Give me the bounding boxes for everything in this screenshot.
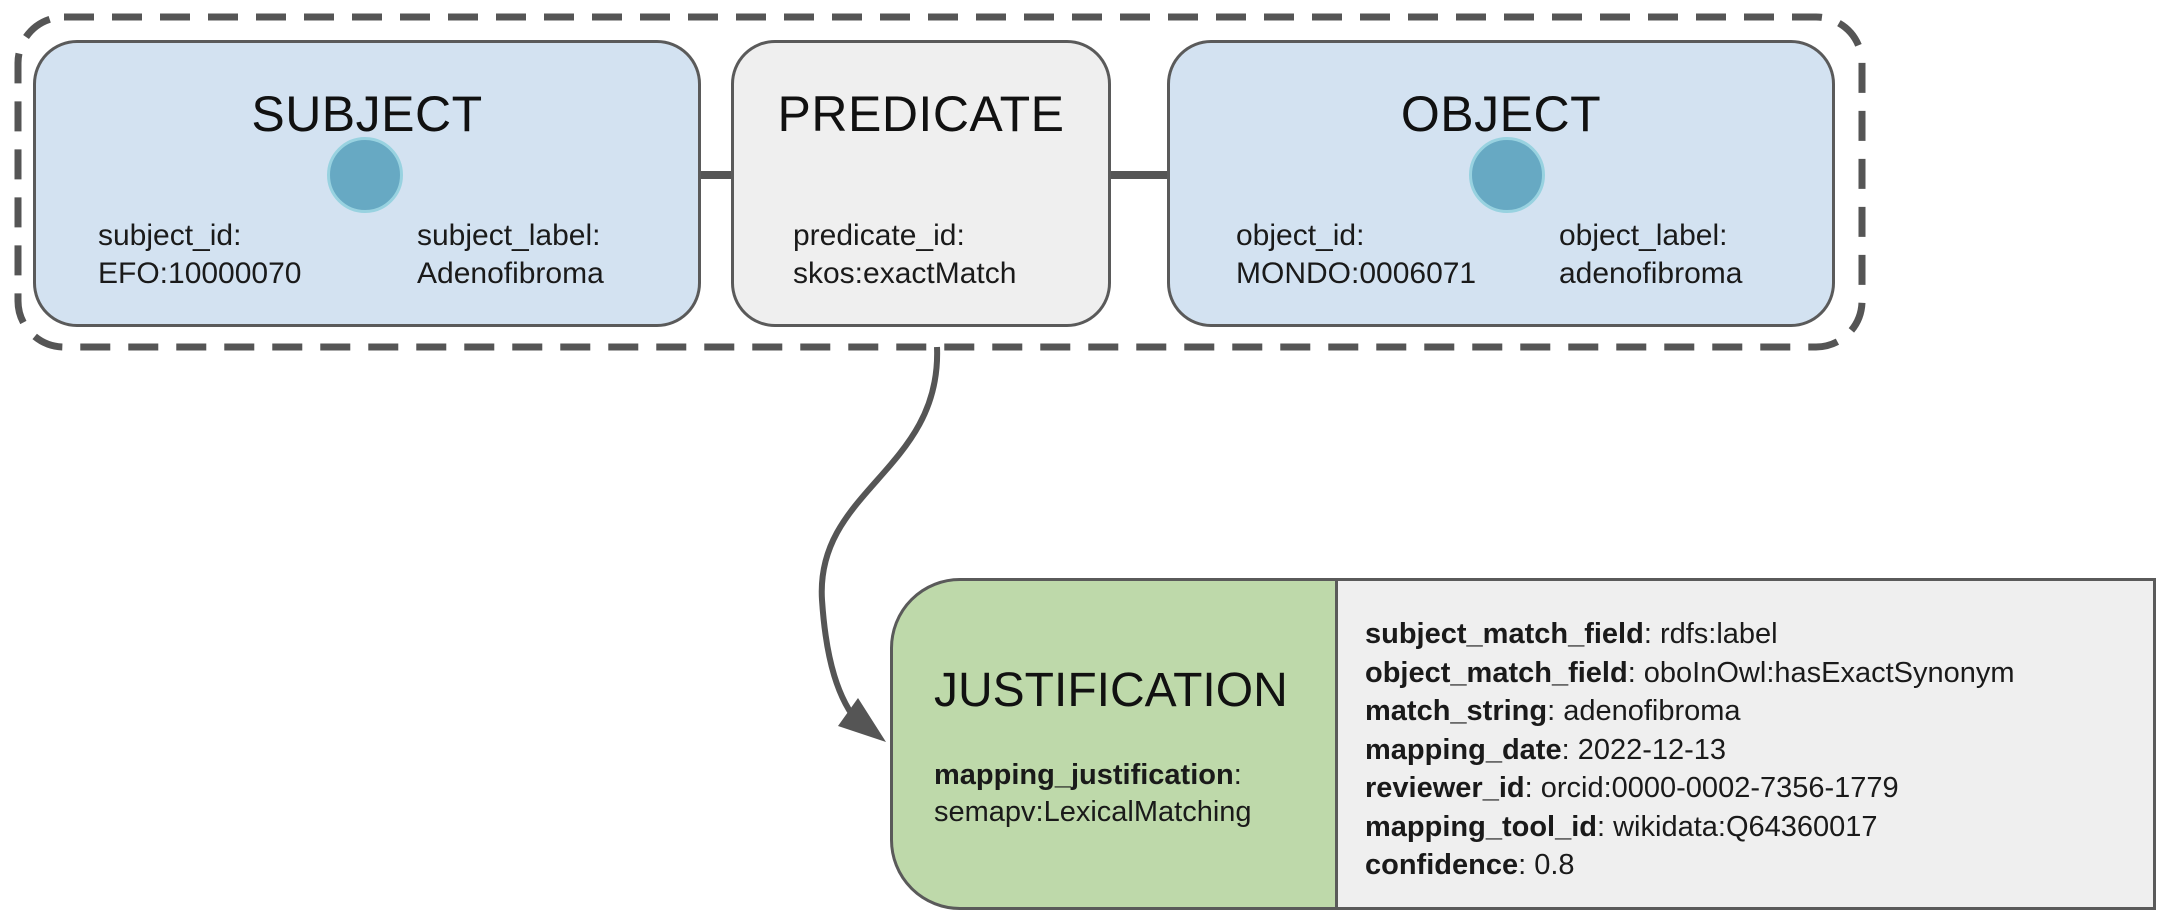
list-item: mapping_tool_id: wikidata:Q64360017 — [1365, 808, 2015, 847]
list-item: match_string: adenofibroma — [1365, 692, 2015, 731]
subject-label-value: Adenofibroma — [417, 257, 604, 290]
mapping-justification-sep: : — [1233, 759, 1242, 791]
triple-group-outline — [14, 13, 1866, 351]
object-node — [1469, 137, 1545, 213]
subject-id-key: subject_id: — [98, 219, 242, 252]
predicate-title: PREDICATE — [777, 86, 1065, 142]
metadata-key: mapping_date — [1365, 733, 1562, 766]
subject-box: SUBJECT subject_id: EFO:10000070 subject… — [33, 40, 701, 327]
subject-node — [327, 137, 403, 213]
metadata-key: object_match_field — [1365, 656, 1628, 689]
metadata-key: match_string — [1365, 695, 1548, 727]
metadata-key: reviewer_id — [1365, 772, 1525, 804]
metadata-value: : wikidata:Q64360017 — [1597, 810, 1878, 843]
predicate-id-key: predicate_id: — [793, 219, 965, 252]
metadata-key: subject_match_field — [1365, 618, 1644, 650]
mapping-justification-value: semapv:LexicalMatching — [934, 796, 1252, 828]
mapping-justification-field: mapping_justification: semapv:LexicalMat… — [934, 757, 1252, 831]
mapping-justification-key: mapping_justification — [934, 759, 1234, 791]
list-item: mapping_date: 2022-12-13 — [1365, 731, 2015, 770]
object-id-field: object_id: MONDO:0006071 — [1236, 217, 1476, 293]
list-item: confidence: 0.8 — [1365, 846, 2015, 885]
metadata-key: confidence — [1365, 849, 1519, 881]
curved-link — [818, 346, 941, 727]
list-item: object_match_field: oboInOwl:hasExactSyn… — [1365, 654, 2015, 693]
justification-title: JUSTIFICATION — [934, 664, 1288, 717]
list-item: reviewer_id: orcid:0000-0002-7356-1779 — [1365, 769, 2015, 808]
subject-label-field: subject_label: Adenofibroma — [417, 217, 604, 293]
subject-label-key: subject_label: — [417, 219, 601, 252]
metadata-value: : 0.8 — [1518, 849, 1575, 881]
object-label-field: object_label: adenofibroma — [1559, 217, 1742, 293]
predicate-id-field: predicate_id: skos:exactMatch — [793, 217, 1016, 293]
object-title: OBJECT — [1400, 86, 1602, 142]
object-label-key: object_label: — [1559, 219, 1728, 252]
metadata-value: : adenofibroma — [1547, 695, 1741, 727]
subject-id-field: subject_id: EFO:10000070 — [98, 217, 301, 293]
list-item: subject_match_field: rdfs:label — [1365, 615, 2015, 654]
object-id-value: MONDO:0006071 — [1236, 257, 1477, 290]
justification-arrowhead — [838, 698, 886, 742]
object-label-value: adenofibroma — [1559, 257, 1743, 290]
justification-metadata-panel: subject_match_field: rdfs:label object_m… — [1335, 578, 2156, 910]
predicate-id-value: skos:exactMatch — [793, 257, 1017, 290]
object-id-key: object_id: — [1236, 219, 1365, 252]
metadata-value: : orcid:0000-0002-7356-1779 — [1524, 772, 1899, 804]
subject-id-value: EFO:10000070 — [98, 257, 302, 290]
metadata-value: : rdfs:label — [1643, 618, 1778, 650]
metadata-key: mapping_tool_id — [1365, 810, 1597, 843]
metadata-list: subject_match_field: rdfs:label object_m… — [1365, 615, 2015, 885]
predicate-box: PREDICATE predicate_id: skos:exactMatch — [731, 40, 1111, 327]
justification-box: JUSTIFICATION mapping_justification: sem… — [890, 578, 1338, 910]
metadata-value: : oboInOwl:hasExactSynonym — [1627, 656, 2015, 689]
subject-title: SUBJECT — [251, 86, 483, 142]
metadata-value: : 2022-12-13 — [1561, 733, 1727, 766]
